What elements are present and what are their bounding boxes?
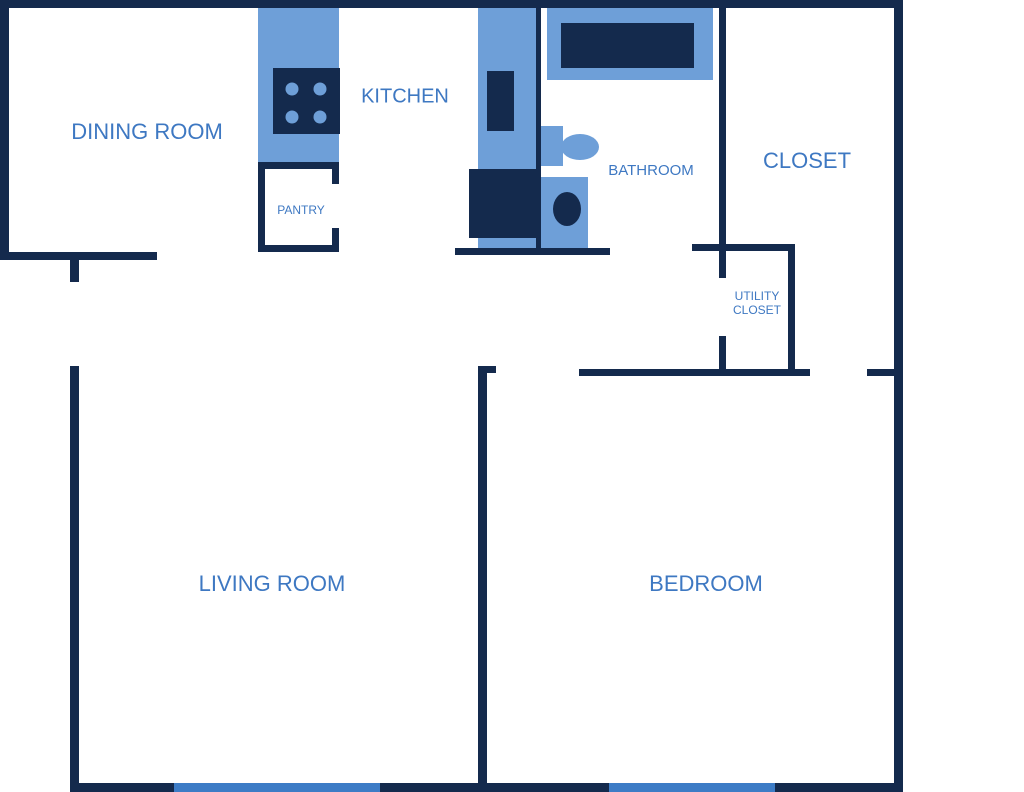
wall-dining-bottom [0,252,157,260]
toilet-tank [541,126,563,166]
wall-closet-bottom-stub [867,369,903,376]
stove-burner-icon [285,82,299,96]
refrigerator [469,169,539,238]
wall-pantry-right-bottom [332,228,339,252]
closet-label: CLOSET [763,148,851,173]
wall-bathroom-left [536,8,541,252]
walls [0,0,903,792]
stove-burner-icon [285,110,299,124]
wall-left-dining [0,0,9,260]
bathtub-basin [561,23,694,68]
appliances [273,23,694,238]
utility-closet-label-line2: CLOSET [733,303,782,317]
wall-pantry-top [258,162,339,169]
kitchen-sink [487,71,514,131]
bathroom-sink-basin [553,192,581,226]
windows [174,783,775,792]
wall-utility-left-bottom [719,336,726,374]
window-bedroom [609,783,775,792]
wall-kitchen-bottom [455,248,610,255]
utility-closet-label-line1: UTILITY [735,289,780,303]
living-room-label: LIVING ROOM [199,571,346,596]
wall-right [894,0,903,792]
pantry-label: PANTRY [277,203,325,217]
wall-left-living [70,366,79,792]
stove-burner-icon [313,82,327,96]
wall-pantry-left [258,162,265,252]
dining-room-label: DINING ROOM [71,119,223,144]
wall-divider-cap [478,366,496,373]
wall-utility-top [692,244,795,251]
stove-burner-icon [313,110,327,124]
wall-utility-left-top [719,244,726,278]
bedroom-label: BEDROOM [649,571,763,596]
wall-top [0,0,903,8]
wall-pantry-bottom [258,245,339,252]
bathroom-label: BATHROOM [608,162,694,179]
wall-closet-left [719,8,726,244]
wall-bedroom-living [478,366,487,792]
wall-utility-right [788,244,795,374]
stove [273,68,340,134]
wall-door-stub [70,260,79,282]
toilet-bowl [561,134,599,160]
kitchen-label: KITCHEN [361,85,449,107]
wall-bedroom-top [579,369,810,376]
wall-pantry-right-top [332,162,339,184]
window-living-room [174,783,380,792]
room-labels: DINING ROOM KITCHEN PANTRY BATHROOM CLOS… [71,85,851,596]
